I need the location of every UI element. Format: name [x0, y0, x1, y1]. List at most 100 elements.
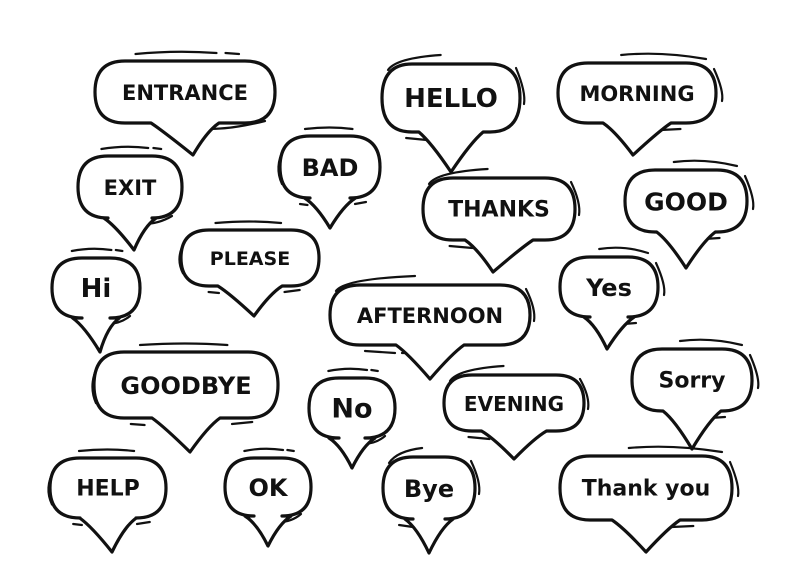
sketch-accent-stroke [469, 459, 481, 496]
speech-bubble-good: GOOD [623, 159, 755, 270]
sketch-accent-stroke [298, 202, 309, 207]
sketch-accent-stroke [303, 126, 354, 131]
sketch-accent-stroke [243, 447, 285, 453]
sketch-accent-stroke [129, 422, 146, 427]
bubble-word: EVENING [464, 392, 564, 416]
speech-bubble-outline [421, 176, 577, 274]
speech-bubble-outline [381, 455, 477, 555]
sketch-accent-stroke [135, 520, 151, 526]
speech-bubble-help: HELP [47, 448, 168, 554]
bubble-word: Thank you [582, 477, 711, 502]
sketch-accent-stroke [214, 220, 283, 225]
sketch-accent-stroke [405, 136, 428, 142]
bubble-word: ENTRANCE [122, 81, 248, 105]
sketch-accent-stroke [728, 460, 740, 498]
sketch-accent-stroke [363, 349, 397, 355]
sketch-accent-stroke [230, 420, 254, 426]
speech-bubble-evening: EVENING [442, 364, 590, 461]
speech-bubble-yes: Yes [558, 246, 666, 351]
sketch-accent-stroke [712, 67, 724, 103]
sketch-accent-stroke [448, 364, 505, 383]
bubble-word: MORNING [579, 82, 694, 106]
speech-bubble-no: No [307, 367, 397, 470]
sketch-accent-stroke [569, 180, 581, 217]
bubble-word: Bye [404, 475, 454, 503]
bubble-word: No [331, 394, 372, 425]
sketch-accent-stroke [283, 288, 301, 294]
sketch-accent-stroke [387, 446, 424, 465]
speech-bubble-exit: EXIT [76, 145, 184, 252]
sketch-accent-stroke [514, 66, 526, 106]
sketch-accent-stroke [77, 448, 136, 453]
bubble-word: HELP [76, 477, 140, 502]
bubble-word: Sorry [659, 369, 726, 394]
sketch-accent-stroke [114, 248, 124, 253]
speech-bubble-goodbye: GOODBYE [91, 342, 280, 454]
sketch-accent-stroke [334, 274, 417, 293]
bubble-word: HELLO [404, 84, 498, 114]
speech-bubble-outline [630, 347, 754, 451]
sketch-accent-stroke [670, 524, 695, 529]
sketch-accent-stroke [627, 445, 724, 454]
bubble-word: OK [249, 474, 289, 502]
bubble-word: PLEASE [210, 248, 290, 270]
sketch-accent-stroke [152, 146, 163, 151]
sketch-accent-stroke [578, 377, 590, 411]
speech-bubble-entrance: ENTRANCE [93, 50, 277, 157]
bubble-word: Yes [585, 274, 632, 302]
sketch-accent-stroke [70, 247, 113, 253]
bubble-word: GOOD [644, 188, 728, 217]
sketch-accent-stroke [598, 246, 650, 255]
sketch-accent-stroke [620, 52, 708, 61]
speech-bubble-ok: OK [223, 447, 313, 548]
speech-bubble-outline [278, 134, 382, 230]
sketch-accent-stroke [224, 51, 241, 56]
sketch-accent-stroke [467, 435, 491, 441]
sketch-accent-stroke [427, 167, 489, 186]
speech-bubble-hello: HELLO [380, 53, 526, 174]
speech-bubble-outline [50, 256, 142, 354]
speech-bubble-outline [223, 456, 313, 548]
bubble-word: AFTERNOON [357, 304, 503, 328]
sketch-accent-stroke [72, 522, 83, 527]
speech-bubble-outline [307, 376, 397, 470]
sketch-accent-stroke [678, 338, 744, 347]
speech-bubble-morning: MORNING [556, 52, 724, 157]
sketch-accent-stroke [353, 200, 368, 206]
sketch-accent-stroke [370, 368, 379, 373]
speech-bubble-outline [558, 255, 660, 351]
speech-bubble-sorry: Sorry [630, 338, 760, 451]
sketch-accent-stroke [327, 367, 369, 373]
speech-bubble-outline [179, 228, 321, 318]
sketch-accent-stroke [654, 261, 666, 297]
speech-bubble-outline [558, 454, 734, 554]
bubble-word: Hi [81, 274, 112, 304]
speech-bubble-please: PLEASE [178, 220, 321, 318]
speech-bubble-thank-you: Thank you [558, 445, 740, 554]
bubble-word: EXIT [104, 176, 157, 200]
sketch-accent-stroke [207, 290, 221, 295]
speech-bubble-thanks: THANKS [421, 167, 581, 274]
speech-bubble-afternoon: AFTERNOON [328, 274, 536, 381]
speech-bubble-outline [623, 168, 749, 270]
sketch-accent-stroke [448, 244, 474, 250]
sketch-accent-stroke [386, 53, 442, 72]
sketch-accent-stroke [524, 287, 536, 323]
sketch-accent-stroke [743, 174, 755, 211]
bubble-word: BAD [302, 154, 359, 182]
speech-bubble-bye: Bye [381, 446, 481, 555]
sketch-accent-stroke [138, 342, 229, 347]
sketch-accent-stroke [134, 50, 218, 56]
speech-bubble-outline [93, 59, 277, 157]
speech-bubble-outline [442, 373, 586, 461]
sketch-accent-stroke [286, 448, 295, 453]
speech-bubble-outline [328, 283, 532, 381]
bubble-word: THANKS [448, 198, 550, 223]
speech-bubble-outline [48, 456, 168, 554]
sketch-accent-stroke [100, 145, 150, 151]
sketch-accent-stroke [748, 353, 760, 390]
speech-bubble-outline [76, 154, 184, 252]
speech-bubble-bad: BAD [277, 126, 382, 230]
speech-bubble-outline [556, 61, 718, 157]
